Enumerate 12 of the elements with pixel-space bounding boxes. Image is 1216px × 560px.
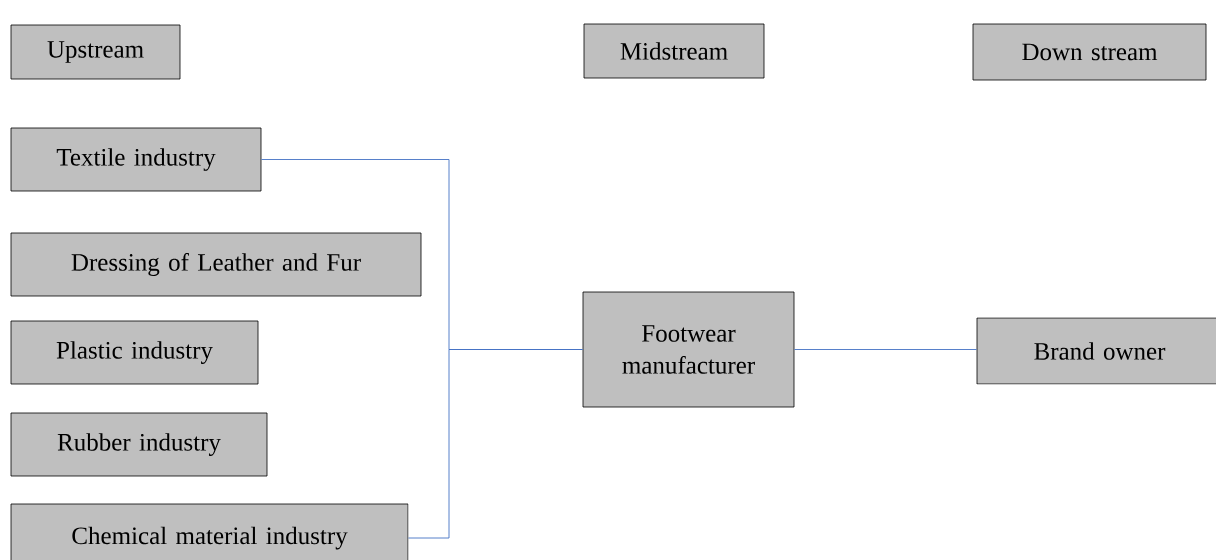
- connector-line: [407, 349, 584, 539]
- connector-line: [793, 349, 978, 350]
- stage-box: Midstream: [583, 23, 765, 79]
- industry-box: Dressing of Leather and Fur: [10, 232, 422, 297]
- industry-box: Plastic industry: [10, 320, 259, 385]
- process-box: Footwear manufacturer: [582, 291, 795, 408]
- industry-box: Chemical material industry: [10, 503, 409, 560]
- industry-box: Rubber industry: [10, 412, 268, 477]
- industry-box: Textile industry: [10, 127, 262, 192]
- process-box: Brand owner: [976, 317, 1216, 385]
- stage-box: Upstream: [10, 24, 181, 80]
- stage-box: Down stream: [972, 23, 1207, 81]
